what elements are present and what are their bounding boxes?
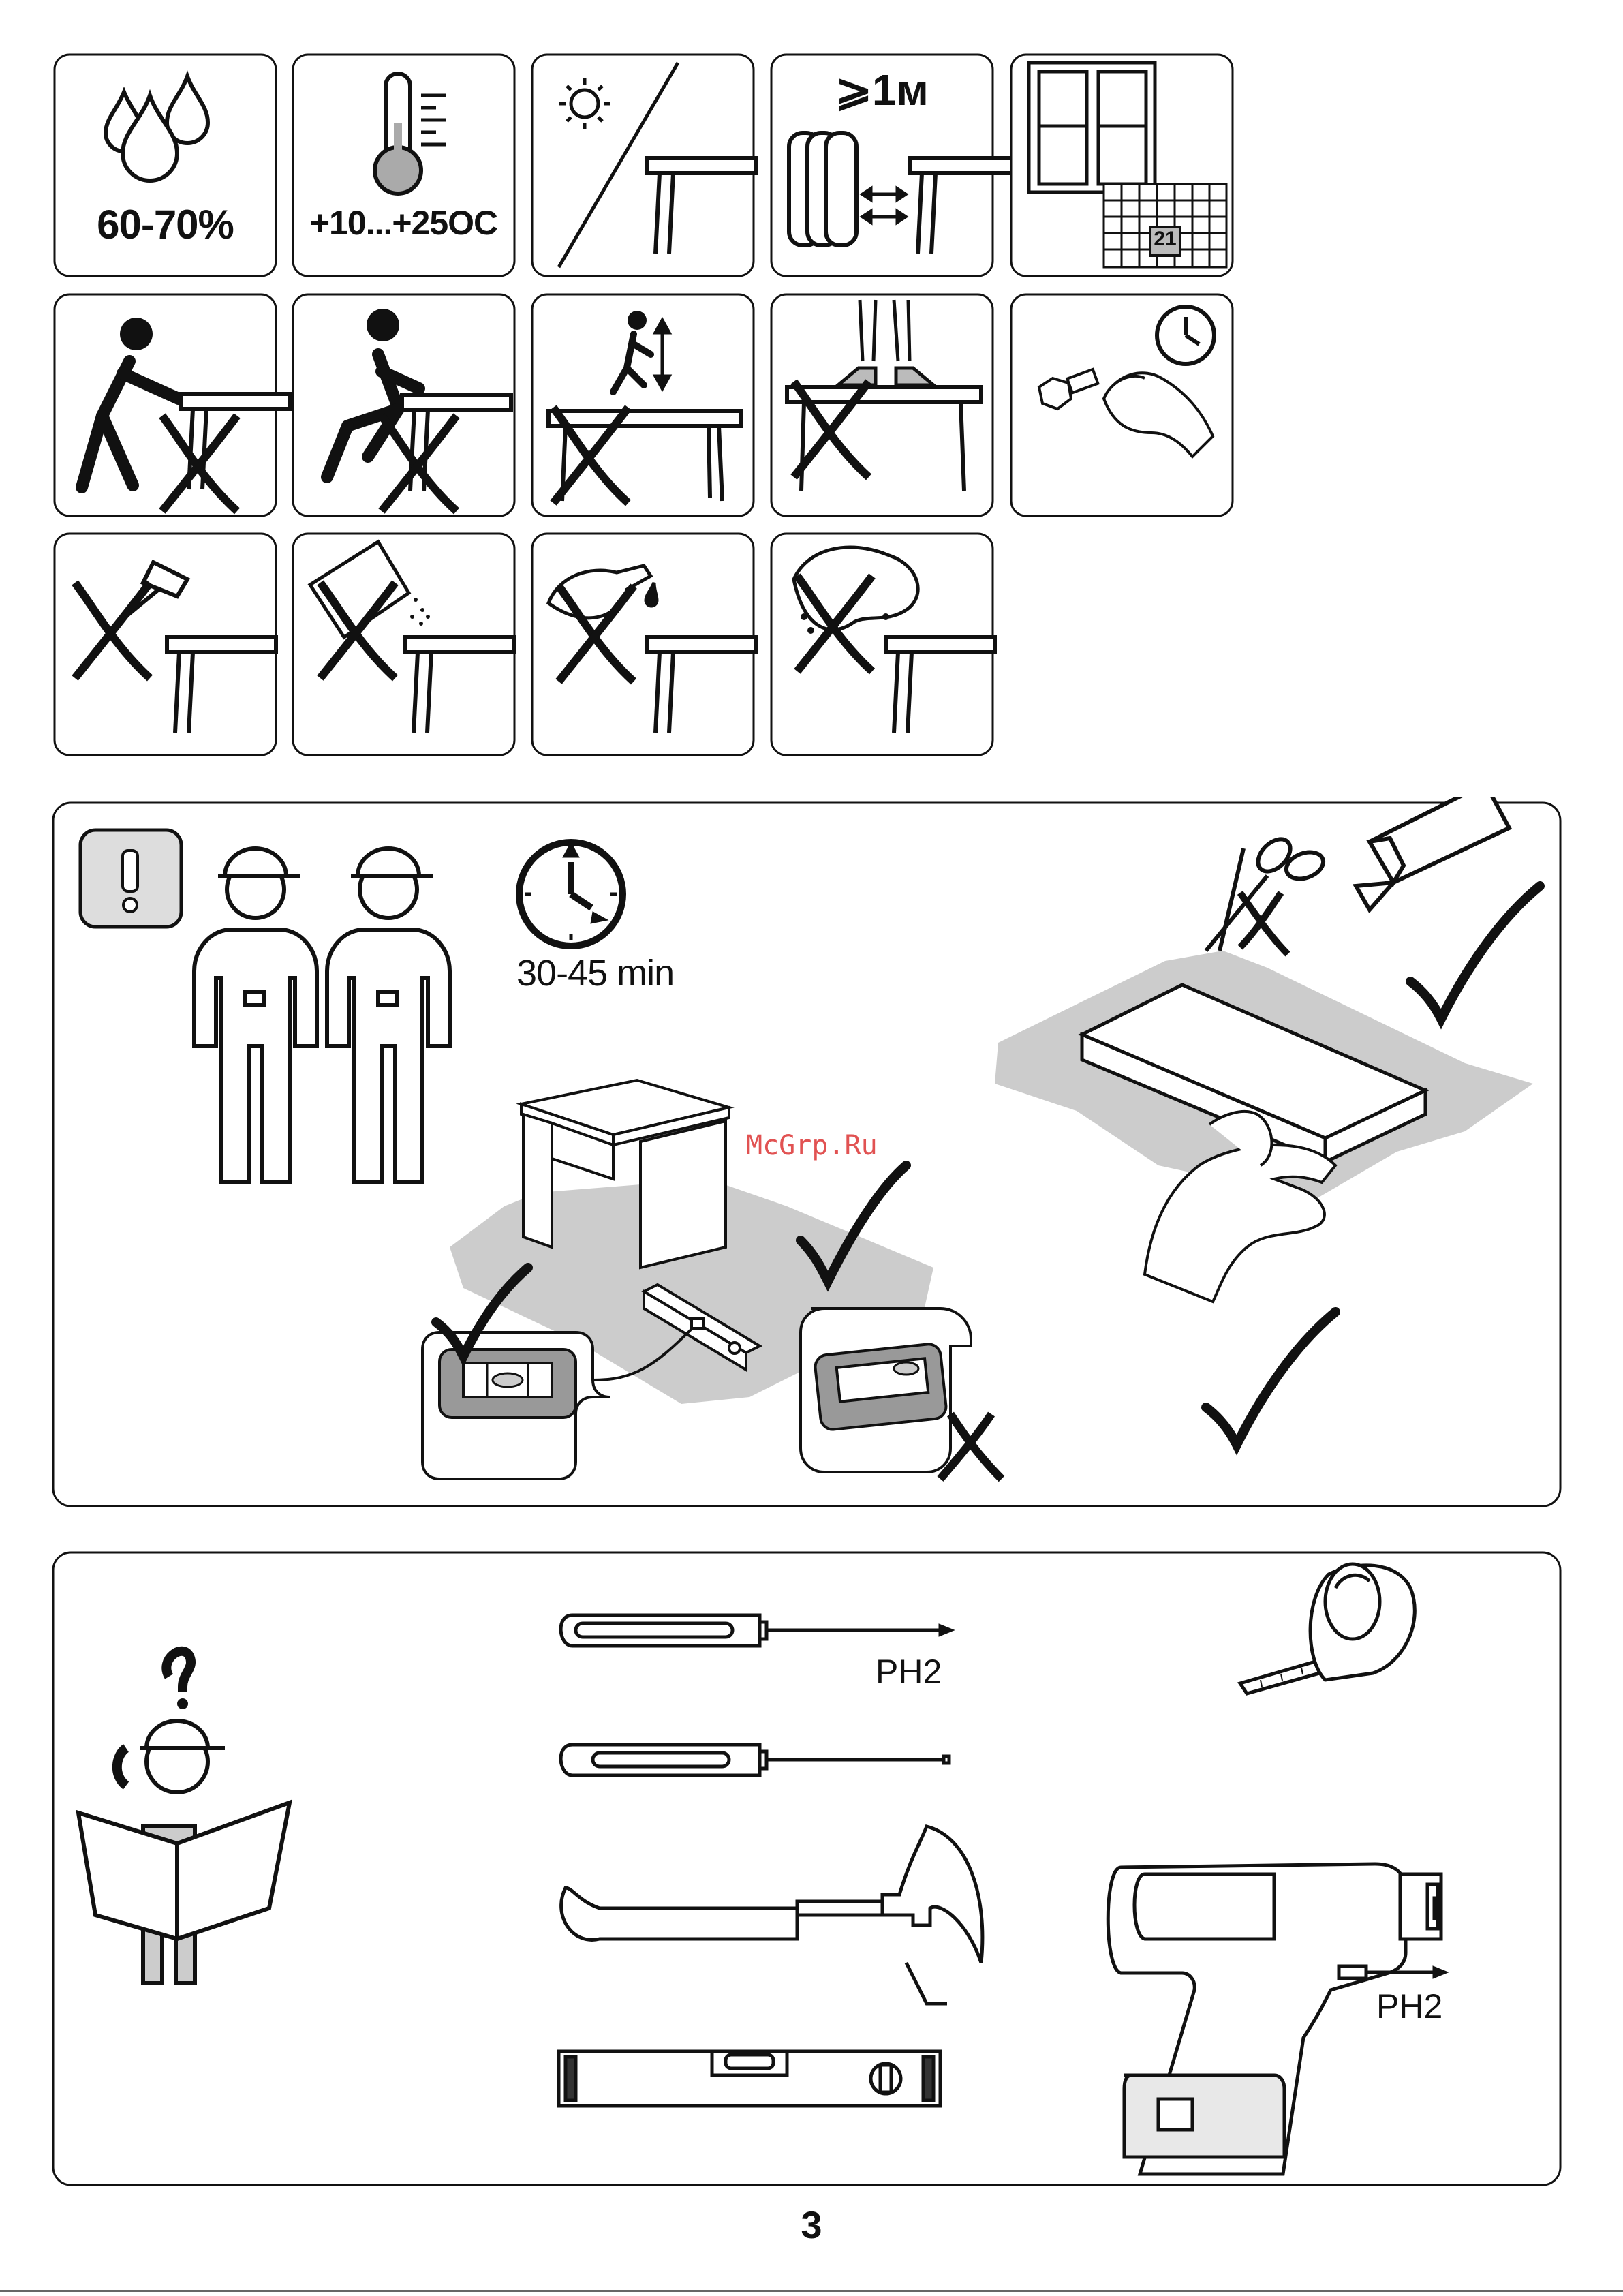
tighten-later-tile <box>1011 294 1233 516</box>
calendar-icon <box>1104 184 1226 267</box>
warning-icon <box>80 830 181 927</box>
no-stand-table-tile <box>771 294 993 516</box>
level-wrong-callout <box>801 1308 971 1472</box>
phillips-bit-label: PH2 <box>876 1652 942 1692</box>
no-chemicals-tile <box>532 534 756 755</box>
clock-icon <box>1157 307 1214 364</box>
no-push-table-tile <box>55 294 290 516</box>
calendar-day-label: 21 <box>1150 228 1180 251</box>
humidity-label: 60-70% <box>55 201 276 248</box>
acclimatize-tile <box>1011 55 1233 276</box>
assembly-time: 30-45 min <box>516 952 694 994</box>
drill-bit-label: PH2 <box>1376 1987 1442 2026</box>
temperature-tile <box>293 55 514 276</box>
page-number: 3 <box>777 2203 846 2247</box>
assembly-clock-icon <box>519 842 623 946</box>
no-wet-cleaning-tile <box>771 534 995 755</box>
tools-panel <box>0 1547 1623 2191</box>
spirit-level-icon <box>559 2051 940 2106</box>
temperature-range: +10...+25 <box>310 204 448 242</box>
no-climb-table-tile <box>532 294 754 516</box>
watermark: McGrp.Ru <box>746 1130 878 1161</box>
no-abrasive-tile <box>293 534 514 755</box>
radiator-icon <box>789 133 856 245</box>
window-icon <box>1029 63 1155 192</box>
sunlight-tile <box>532 55 756 276</box>
bottom-rule <box>0 2290 1623 2292</box>
temperature-label: +10...+25OC <box>293 203 514 243</box>
distance-label: ⩾1м <box>771 65 993 116</box>
temperature-unit: OC <box>448 204 497 242</box>
no-sit-table-tile <box>293 294 514 516</box>
no-hammer-tile <box>55 534 276 755</box>
